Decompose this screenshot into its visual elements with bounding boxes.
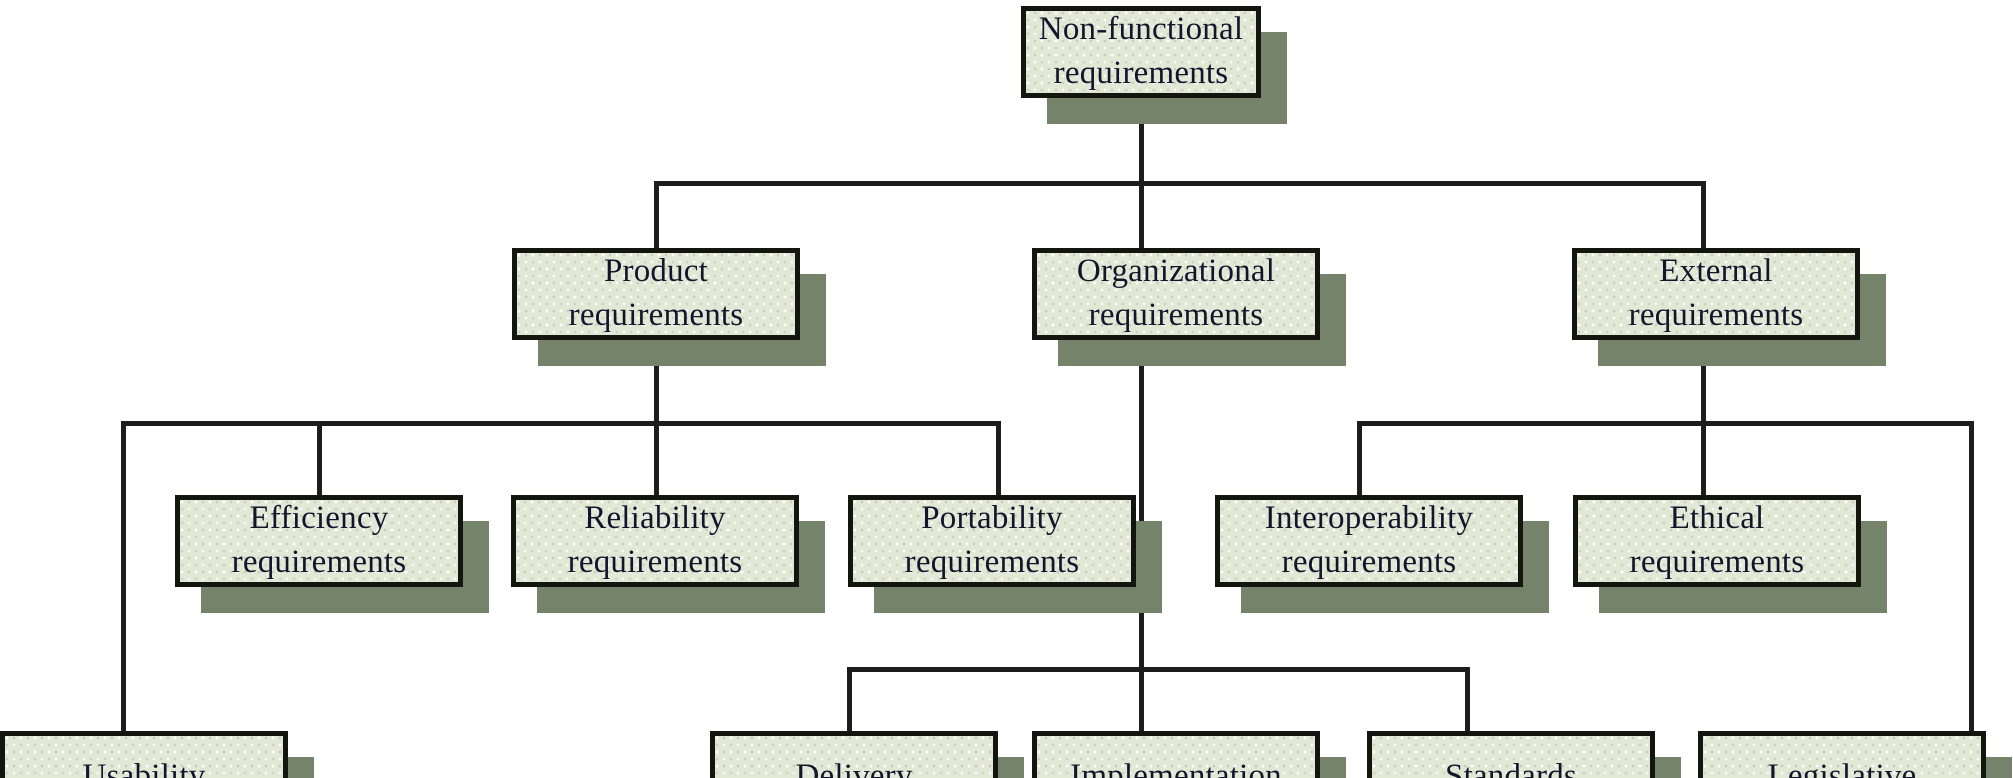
edge-drop-reliability xyxy=(654,421,659,499)
edge-product-stem xyxy=(654,340,659,425)
node-label-line: Ethical xyxy=(1669,500,1765,537)
edge-drop-standards xyxy=(1465,667,1470,735)
edge-root-stem xyxy=(1139,98,1144,184)
node-label-line: Delivery xyxy=(795,758,913,778)
node-label-line: Non-functional xyxy=(1038,11,1244,48)
edge-bus-level1 xyxy=(654,181,1706,186)
node-efficiency[interactable]: Efficiency requirements xyxy=(175,495,463,587)
edge-drop-efficiency xyxy=(317,421,322,499)
edge-external-stem xyxy=(1701,340,1706,425)
node-reliability[interactable]: Reliability requirements xyxy=(511,495,799,587)
node-label-line: requirements xyxy=(231,544,407,580)
edge-drop-portability xyxy=(996,421,1001,499)
node-label-line: Product xyxy=(603,253,709,290)
node-label-line: Reliability xyxy=(584,500,726,537)
edge-drop-implementation xyxy=(1139,667,1144,735)
node-label-line: requirements xyxy=(1088,297,1264,333)
node-label-line: Legislative xyxy=(1767,758,1917,778)
edge-drop-delivery xyxy=(847,667,852,735)
edge-drop-usability xyxy=(121,421,126,733)
node-label-line: requirements xyxy=(1053,55,1229,91)
node-label-line: External xyxy=(1659,253,1773,290)
node-external[interactable]: External requirements xyxy=(1572,248,1860,340)
edge-drop-organizational xyxy=(1139,181,1144,251)
node-label-line: Usability xyxy=(82,758,206,778)
node-label-line: Standards xyxy=(1445,758,1577,778)
node-delivery[interactable]: Delivery xyxy=(710,731,998,778)
node-label-line: requirements xyxy=(568,297,744,333)
edge-drop-external xyxy=(1701,181,1706,251)
node-portability[interactable]: Portability requirements xyxy=(848,495,1136,587)
node-ethical[interactable]: Ethical requirements xyxy=(1573,495,1861,587)
node-product[interactable]: Product requirements xyxy=(512,248,800,340)
node-label-line: requirements xyxy=(1628,297,1804,333)
edge-bus-product xyxy=(121,421,1001,426)
node-usability[interactable]: Usability xyxy=(0,731,288,778)
edge-bus-organizational xyxy=(847,667,1470,672)
node-label-line: Organizational xyxy=(1076,253,1276,290)
node-root[interactable]: Non-functional requirements xyxy=(1021,6,1261,98)
node-label-line: requirements xyxy=(567,544,743,580)
node-label-line: Interoperability xyxy=(1264,500,1474,537)
edge-drop-legislative xyxy=(1969,421,1974,733)
edge-drop-ethical xyxy=(1701,421,1706,499)
node-interoperability[interactable]: Interoperability requirements xyxy=(1215,495,1523,587)
node-label-line: requirements xyxy=(1629,544,1805,580)
node-organizational[interactable]: Organizational requirements xyxy=(1032,248,1320,340)
edge-drop-interoperability xyxy=(1357,421,1362,499)
node-label-line: Implementation xyxy=(1070,758,1282,778)
edge-bus-external xyxy=(1357,421,1974,426)
edge-organizational-stem xyxy=(1139,340,1144,670)
node-label-line: requirements xyxy=(1281,544,1457,580)
node-label-line: Efficiency xyxy=(249,500,389,537)
node-legislative[interactable]: Legislative xyxy=(1698,731,1986,778)
node-standards[interactable]: Standards xyxy=(1367,731,1655,778)
node-implementation[interactable]: Implementation xyxy=(1032,731,1320,778)
node-label-line: Portability xyxy=(921,500,1063,537)
edge-drop-product xyxy=(654,181,659,251)
node-label-line: requirements xyxy=(904,544,1080,580)
